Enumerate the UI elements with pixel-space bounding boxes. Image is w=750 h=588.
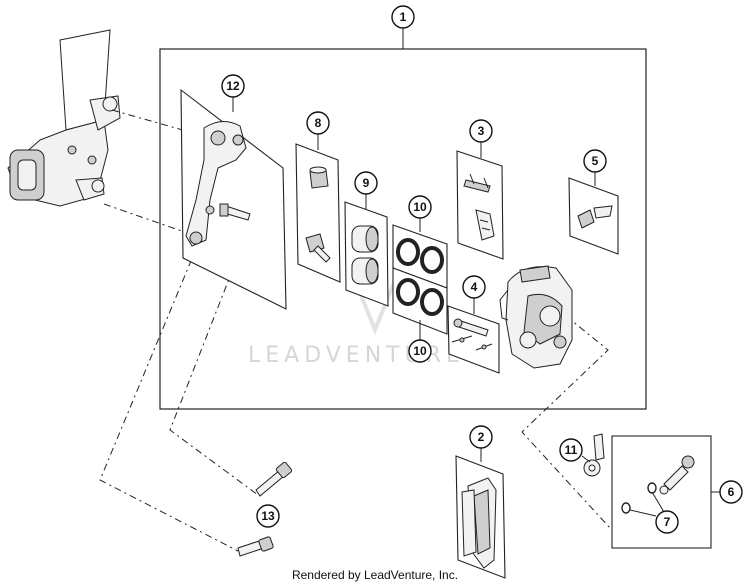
callout-9[interactable]: 9: [354, 171, 378, 195]
callout-11[interactable]: 11: [559, 438, 583, 462]
kit-panel-5: [568, 177, 619, 255]
callout-13[interactable]: 13: [256, 504, 280, 528]
svg-text:6: 6: [728, 485, 735, 499]
bleed-screw-parts: [305, 166, 331, 263]
callout-5[interactable]: 5: [583, 149, 607, 173]
footer-credit: Rendered by LeadVenture, Inc.: [291, 568, 459, 582]
brake-caliper: [499, 265, 573, 369]
brake-pads: [461, 477, 497, 569]
mounting-bolt-lower: [237, 536, 274, 557]
svg-text:2: 2: [478, 430, 485, 444]
bleeder-parts: [577, 205, 613, 229]
svg-text:4: 4: [471, 280, 478, 294]
callout-10-upper[interactable]: 10: [408, 195, 432, 219]
kit-panel-3: [456, 150, 504, 260]
alignment-line: [99, 243, 239, 552]
callout-10-lower[interactable]: 10: [408, 339, 432, 363]
fork-leg: [7, 29, 121, 207]
svg-text:9: 9: [363, 176, 370, 190]
callout-6[interactable]: 6: [719, 480, 743, 504]
svg-text:3: 3: [478, 124, 485, 138]
alignment-line: [169, 149, 271, 496]
pin-parts: [451, 318, 493, 351]
callout-1[interactable]: 1: [391, 5, 415, 29]
seal-rings-lower: [396, 278, 444, 316]
banjo-bolt: [659, 455, 695, 495]
sealing-washers: [621, 482, 657, 514]
svg-text:11: 11: [565, 443, 578, 457]
pad-spring-parts: [463, 173, 495, 241]
kit-panel-10-lower: [392, 267, 448, 335]
pistons: [351, 225, 379, 285]
callout-8[interactable]: 8: [306, 111, 330, 135]
callout-2[interactable]: 2: [469, 425, 493, 449]
svg-text:8: 8: [315, 116, 322, 130]
callout-3[interactable]: 3: [469, 119, 493, 143]
leader-11: [581, 455, 591, 463]
svg-text:LEADVENTURE: LEADVENTURE: [248, 343, 465, 368]
mounting-bolt-upper: [255, 461, 293, 497]
svg-text:7: 7: [664, 515, 671, 529]
banjo-fitting: [583, 433, 605, 477]
caliper-bracket: [185, 121, 251, 247]
svg-text:5: 5: [592, 154, 599, 168]
callout-12[interactable]: 12: [221, 74, 245, 98]
kit-panel-9: [344, 201, 389, 307]
svg-text:13: 13: [261, 509, 275, 523]
svg-text:10: 10: [413, 200, 427, 214]
callout-4[interactable]: 4: [462, 275, 486, 299]
leader-7: [629, 491, 665, 517]
callout-7[interactable]: 7: [655, 510, 679, 534]
seal-rings-upper: [396, 238, 444, 274]
svg-text:10: 10: [413, 344, 427, 358]
svg-text:12: 12: [226, 79, 240, 93]
svg-text:1: 1: [400, 10, 407, 24]
kit-panel-8: [295, 143, 341, 283]
